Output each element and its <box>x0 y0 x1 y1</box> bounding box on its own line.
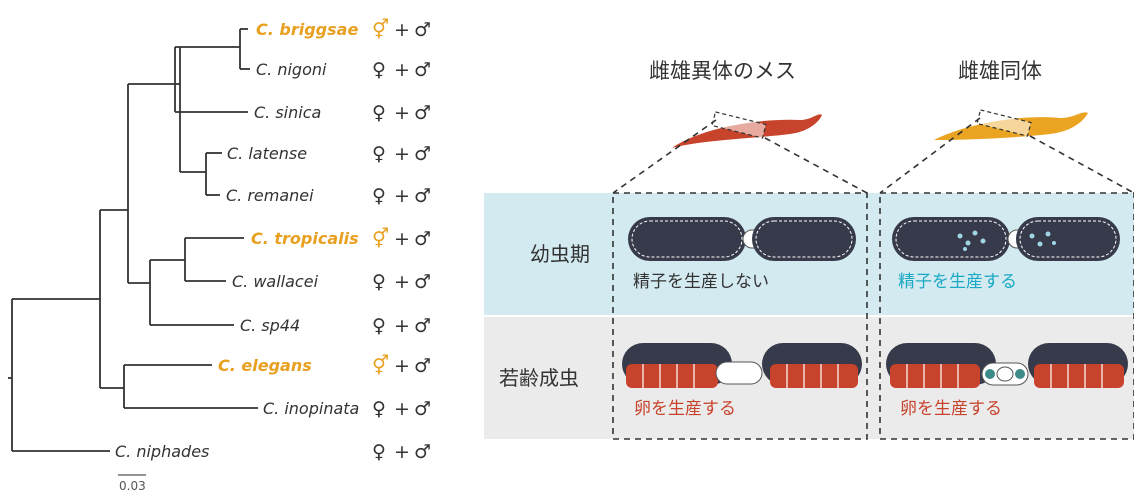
column-title-hermaphrodite: 雌雄同体 <box>958 59 1042 83</box>
female-column-frame <box>612 192 868 440</box>
caption-no-sperm: 精子を生産しない <box>633 272 769 292</box>
plus-sign: + <box>394 315 410 337</box>
spermatheca-icon <box>985 366 1025 382</box>
gonad-comparison-panel: 雌雄異体のメス 雌雄同体 幼虫期 若齢成虫 精子を生産しない <box>484 59 1134 440</box>
mating-system-symbols: ⚥ + ♂ ♀ + ♂ ♀ + ♂ ♀ + ♂ ♀ + ♂ ⚥ + ♂ ♀ + … <box>372 18 431 463</box>
taxon-label-remanei: C. remanei <box>226 186 314 205</box>
male-icon: ♂ <box>414 398 431 420</box>
male-icon: ♂ <box>414 19 431 41</box>
taxon-label-nigoni: C. nigoni <box>256 60 327 79</box>
female-gonad-zoom-box <box>711 111 767 139</box>
scale-bar-label: 0.03 <box>119 479 146 493</box>
female-larva-gonad <box>628 217 856 261</box>
female-icon: ♀ <box>372 271 386 293</box>
plus-sign: + <box>394 355 410 377</box>
hermaphrodite-icon: ⚥ <box>372 354 389 377</box>
taxon-label-sp44: C. sp44 <box>240 316 300 335</box>
scale-bar: 0.03 <box>118 474 146 493</box>
caption-produces-eggs-female: 卵を生産する <box>634 399 736 419</box>
plus-sign: + <box>394 271 410 293</box>
caption-produces-sperm: 精子を生産する <box>898 272 1017 292</box>
hermaphrodite-icon: ⚥ <box>372 18 389 41</box>
taxon-label-wallacei: C. wallacei <box>232 272 319 291</box>
plus-sign: + <box>394 228 410 250</box>
hermaphrodite-column-frame <box>879 192 1134 440</box>
female-icon: ♀ <box>372 143 386 165</box>
plus-sign: + <box>394 59 410 81</box>
female-icon: ♀ <box>372 315 386 337</box>
taxon-label-tropicalis: C. tropicalis <box>251 229 359 248</box>
plus-sign: + <box>394 185 410 207</box>
male-icon: ♂ <box>414 102 431 124</box>
hermaphrodite-icon: ⚥ <box>372 227 389 250</box>
caption-produces-eggs-hermaphrodite: 卵を生産する <box>900 399 1002 419</box>
male-icon: ♂ <box>414 355 431 377</box>
taxa-labels: C. briggsae C. nigoni C. sinica C. laten… <box>115 20 359 461</box>
taxon-label-niphades: C. niphades <box>115 442 209 461</box>
taxon-label-elegans: C. elegans <box>218 356 312 375</box>
hermaphrodite-larva-gonad <box>892 217 1120 261</box>
plus-sign: + <box>394 143 410 165</box>
female-icon: ♀ <box>372 398 386 420</box>
hermaphrodite-adult-gonad <box>886 343 1128 388</box>
taxon-label-sinica: C. sinica <box>254 103 321 122</box>
male-icon: ♂ <box>414 59 431 81</box>
taxon-label-latense: C. latense <box>227 144 307 163</box>
female-icon: ♀ <box>372 185 386 207</box>
hermaphrodite-gonad-zoom-box <box>976 109 1032 137</box>
female-icon: ♀ <box>372 441 386 463</box>
sperm-cells-icon <box>957 230 1056 251</box>
row-label-young-adult: 若齢成虫 <box>499 366 579 390</box>
male-icon: ♂ <box>414 271 431 293</box>
male-icon: ♂ <box>414 185 431 207</box>
column-title-female: 雌雄異体のメス <box>649 59 796 83</box>
male-icon: ♂ <box>414 441 431 463</box>
male-icon: ♂ <box>414 143 431 165</box>
plus-sign: + <box>394 441 410 463</box>
row-label-larva: 幼虫期 <box>530 242 590 266</box>
taxon-label-briggsae: C. briggsae <box>256 20 358 39</box>
male-icon: ♂ <box>414 315 431 337</box>
female-icon: ♀ <box>372 102 386 124</box>
plus-sign: + <box>394 398 410 420</box>
plus-sign: + <box>394 102 410 124</box>
phylogenetic-tree <box>8 28 258 452</box>
taxon-label-inopinata: C. inopinata <box>263 399 359 418</box>
plus-sign: + <box>394 19 410 41</box>
zoom-projection-lines <box>612 117 1134 194</box>
male-icon: ♂ <box>414 228 431 250</box>
female-adult-gonad <box>622 343 862 388</box>
female-icon: ♀ <box>372 59 386 81</box>
